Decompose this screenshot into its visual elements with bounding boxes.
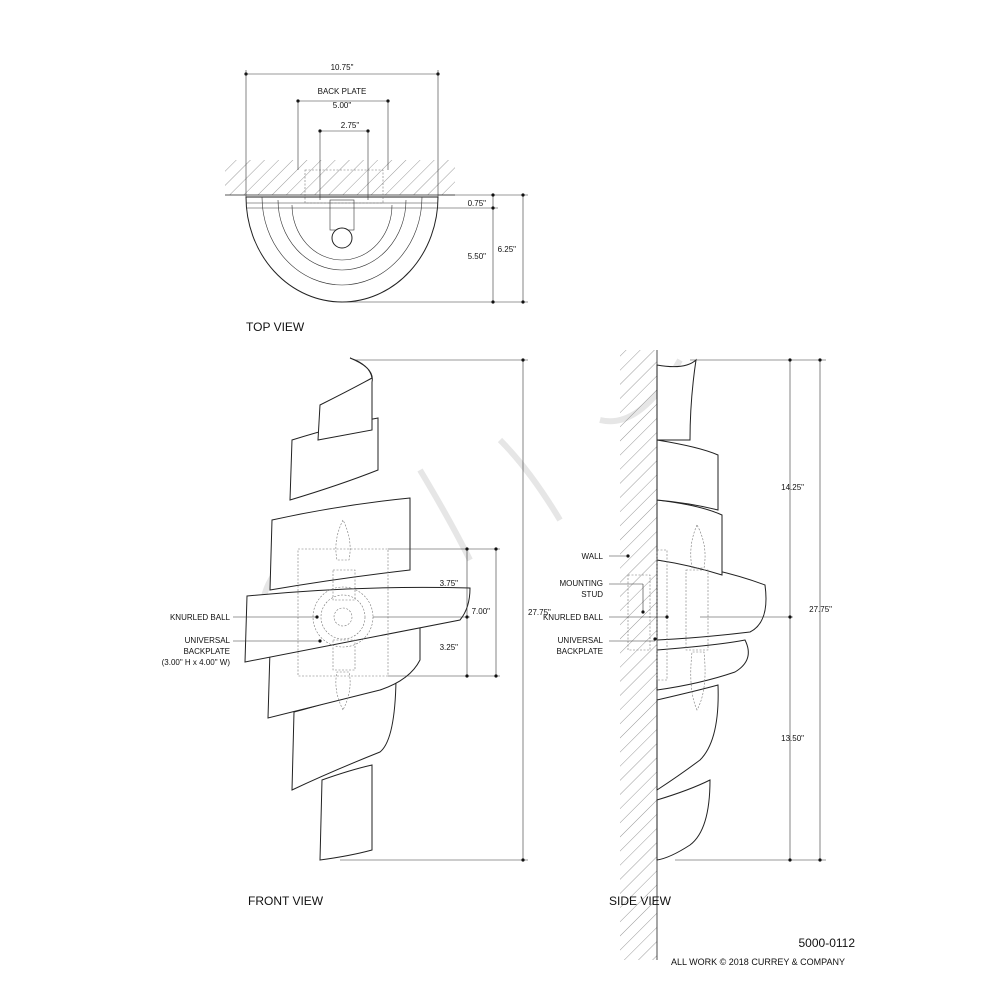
label-wall: WALL bbox=[582, 552, 604, 561]
knurled-ball bbox=[331, 227, 353, 249]
top-view-title: TOP VIEW bbox=[246, 320, 305, 334]
top-view: 10.75" BACK PLATE 5.00" 2.75" 0.75" 5.50… bbox=[225, 63, 528, 334]
back-plate-label: BACK PLATE bbox=[318, 87, 367, 96]
dim-overall-width: 10.75" bbox=[331, 63, 354, 72]
wall-hatch bbox=[225, 160, 455, 195]
label-knurled-ball: KNURLED BALL bbox=[170, 613, 231, 622]
dim-lower-to-center: 3.25" bbox=[440, 643, 459, 652]
dim-shade-depth: 5.50" bbox=[468, 252, 487, 261]
side-view: WALL MOUNTING STUD KNURLED BALL UNIVERSA… bbox=[543, 350, 832, 960]
label-universal-side-1: UNIVERSAL bbox=[558, 636, 604, 645]
dim-upper-height: 14.25" bbox=[781, 483, 804, 492]
dim-upper-to-center: 3.75" bbox=[440, 579, 459, 588]
dim-backplate-height: 7.00" bbox=[472, 607, 491, 616]
label-universal-backplate-1: UNIVERSAL bbox=[185, 636, 231, 645]
label-universal-side-2: BACKPLATE bbox=[556, 647, 603, 656]
label-universal-backplate-3: (3.00" H x 4.00" W) bbox=[162, 658, 231, 667]
dim-plate-depth: 0.75" bbox=[468, 199, 487, 208]
label-mounting-stud-1: MOUNTING bbox=[559, 579, 603, 588]
label-knurled-ball-side: KNURLED BALL bbox=[543, 613, 604, 622]
front-view-title: FRONT VIEW bbox=[248, 894, 324, 908]
label-universal-backplate-2: BACKPLATE bbox=[183, 647, 230, 656]
dim-lower-height: 13.50" bbox=[781, 734, 804, 743]
dim-inner-width: 2.75" bbox=[341, 121, 360, 130]
copyright: ALL WORK © 2018 CURREY & COMPANY bbox=[671, 957, 845, 967]
dim-total-depth: 6.25" bbox=[498, 245, 517, 254]
dim-back-plate: 5.00" bbox=[333, 101, 352, 110]
dim-side-overall-height: 27.75" bbox=[809, 605, 832, 614]
label-mounting-stud-2: STUD bbox=[581, 590, 603, 599]
wall-hatch-side bbox=[620, 350, 657, 960]
shade-outer bbox=[245, 196, 439, 303]
side-view-title: SIDE VIEW bbox=[609, 894, 672, 908]
dim-overall-height: 27.75" bbox=[528, 608, 551, 617]
front-view: 27.75" 3.75" 7.00" 3.25" KNURLED BALL UN… bbox=[162, 357, 551, 908]
item-number: 5000-0112 bbox=[799, 936, 856, 950]
